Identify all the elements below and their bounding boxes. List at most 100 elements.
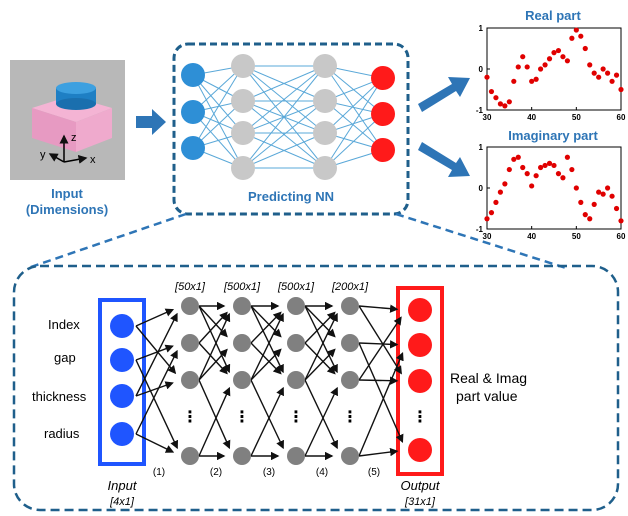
real-x-tick-label: 60: [617, 113, 626, 122]
real-data-point: [613, 72, 620, 78]
hidden-ellipsis: ⋮: [288, 407, 304, 426]
real-y-tick-label: -1: [476, 106, 484, 115]
small-nn-connection: [242, 65, 326, 102]
small-nn-connection: [192, 74, 244, 169]
hidden-node: [341, 371, 359, 389]
real-y-tick-label: 0: [479, 65, 484, 74]
imag-y-tick-label: 1: [479, 143, 484, 152]
real-data-point: [488, 88, 495, 95]
zoom-line-right: [395, 212, 567, 270]
output-node: [408, 369, 432, 393]
detailed-connection-arrow: [135, 359, 179, 450]
layer-size-2: [500x1]: [223, 281, 261, 293]
real-data-point: [587, 62, 593, 68]
small-hidden-node: [313, 121, 337, 145]
real-x-tick-label: 30: [483, 113, 492, 122]
detailed-connection-arrow: [304, 342, 336, 375]
imag-data-point: [538, 164, 544, 171]
imag-x-tick-label: 40: [527, 232, 536, 241]
imag-data-point: [600, 191, 606, 197]
real-data-point: [546, 56, 553, 62]
imag-data-point: [546, 160, 553, 166]
imag-data-point: [506, 166, 512, 173]
detailed-connection-arrow: [135, 312, 178, 397]
imag-data-point: [560, 175, 566, 181]
small-hidden-node: [313, 156, 337, 180]
zoom-line-left: [27, 212, 187, 270]
imag-data-point: [488, 210, 495, 216]
detailed-connection-arrow: [198, 312, 231, 381]
detailed-connection-arrow: [250, 311, 282, 344]
imag-data-point: [587, 216, 593, 222]
feature-label-gap: gap: [54, 350, 76, 365]
hidden-ellipsis: ⋮: [234, 407, 250, 426]
real-data-point: [502, 103, 508, 109]
input-node: [110, 422, 134, 446]
output-size-caption: [31x1]: [404, 496, 436, 508]
output-ellipsis: ⋮: [412, 407, 428, 426]
detailed-connection-arrow: [358, 316, 402, 381]
imag-data-point: [569, 166, 575, 173]
real-data-point: [596, 74, 602, 80]
detailed-connection-arrow: [304, 348, 336, 381]
hidden-node: [233, 447, 251, 465]
detailed-connection-arrow: [304, 305, 336, 338]
real-data-point: [569, 35, 575, 41]
small-nn-connection: [242, 65, 326, 134]
imag-data-point: [484, 216, 490, 222]
detailed-connection-arrow: [135, 344, 174, 361]
small-nn-connection: [324, 77, 384, 134]
input-label-line1: Input: [51, 186, 83, 201]
hidden-node: [341, 334, 359, 352]
small-hidden-node: [313, 89, 337, 113]
imag-x-tick-label: 30: [483, 232, 492, 241]
real-data-point: [533, 76, 539, 82]
small-input-node: [181, 100, 205, 124]
imag-data-point: [524, 171, 530, 177]
small-input-node: [181, 136, 205, 160]
detailed-connection-arrow: [198, 342, 228, 375]
small-nn-connection: [324, 77, 384, 169]
connection-label-5: (5): [368, 467, 380, 478]
small-nn-connection: [242, 65, 326, 169]
axis-label-x: x: [90, 154, 96, 166]
connection-label-4: (4): [316, 467, 328, 478]
real-y-tick-label: 1: [479, 24, 484, 33]
real-data-point: [564, 58, 571, 64]
imag-y-tick-label: 0: [479, 184, 484, 193]
real-data-point: [582, 45, 588, 52]
real-data-point: [506, 99, 512, 105]
input-label-line2: (Dimensions): [26, 202, 108, 217]
input-caption: Input: [108, 478, 138, 493]
detailed-connection-arrow: [250, 348, 282, 381]
detailed-connection-arrow: [304, 379, 338, 450]
imag-data-point: [511, 156, 517, 162]
small-hidden-node: [231, 54, 255, 78]
real-x-tick-label: 50: [572, 113, 581, 122]
hidden-node: [233, 371, 251, 389]
detailed-connection-arrow: [358, 351, 404, 457]
imag-data-point: [578, 199, 584, 205]
imag-data-point: [618, 218, 624, 224]
small-nn-connection: [192, 65, 244, 149]
imag-data-point: [502, 181, 508, 187]
output-node: [408, 333, 432, 357]
imag-x-tick-label: 50: [572, 232, 581, 241]
imag-data-point: [609, 193, 615, 199]
hidden-node: [233, 334, 251, 352]
imag-plot-title: Imaginary part: [508, 128, 598, 143]
real-data-point: [600, 66, 606, 72]
arrow-input-to-nn: [136, 109, 166, 135]
imag-data-point: [520, 164, 526, 171]
small-nn-diagram: [181, 54, 395, 180]
real-data-point: [515, 64, 521, 70]
small-nn-connection: [324, 100, 384, 151]
hidden-node: [287, 297, 305, 315]
real-data-point: [609, 78, 615, 84]
detailed-connection-arrow: [250, 312, 284, 381]
output-caption: Output: [400, 478, 440, 493]
detailed-connection-arrow: [198, 305, 228, 338]
detailed-connection-arrow: [250, 342, 282, 375]
